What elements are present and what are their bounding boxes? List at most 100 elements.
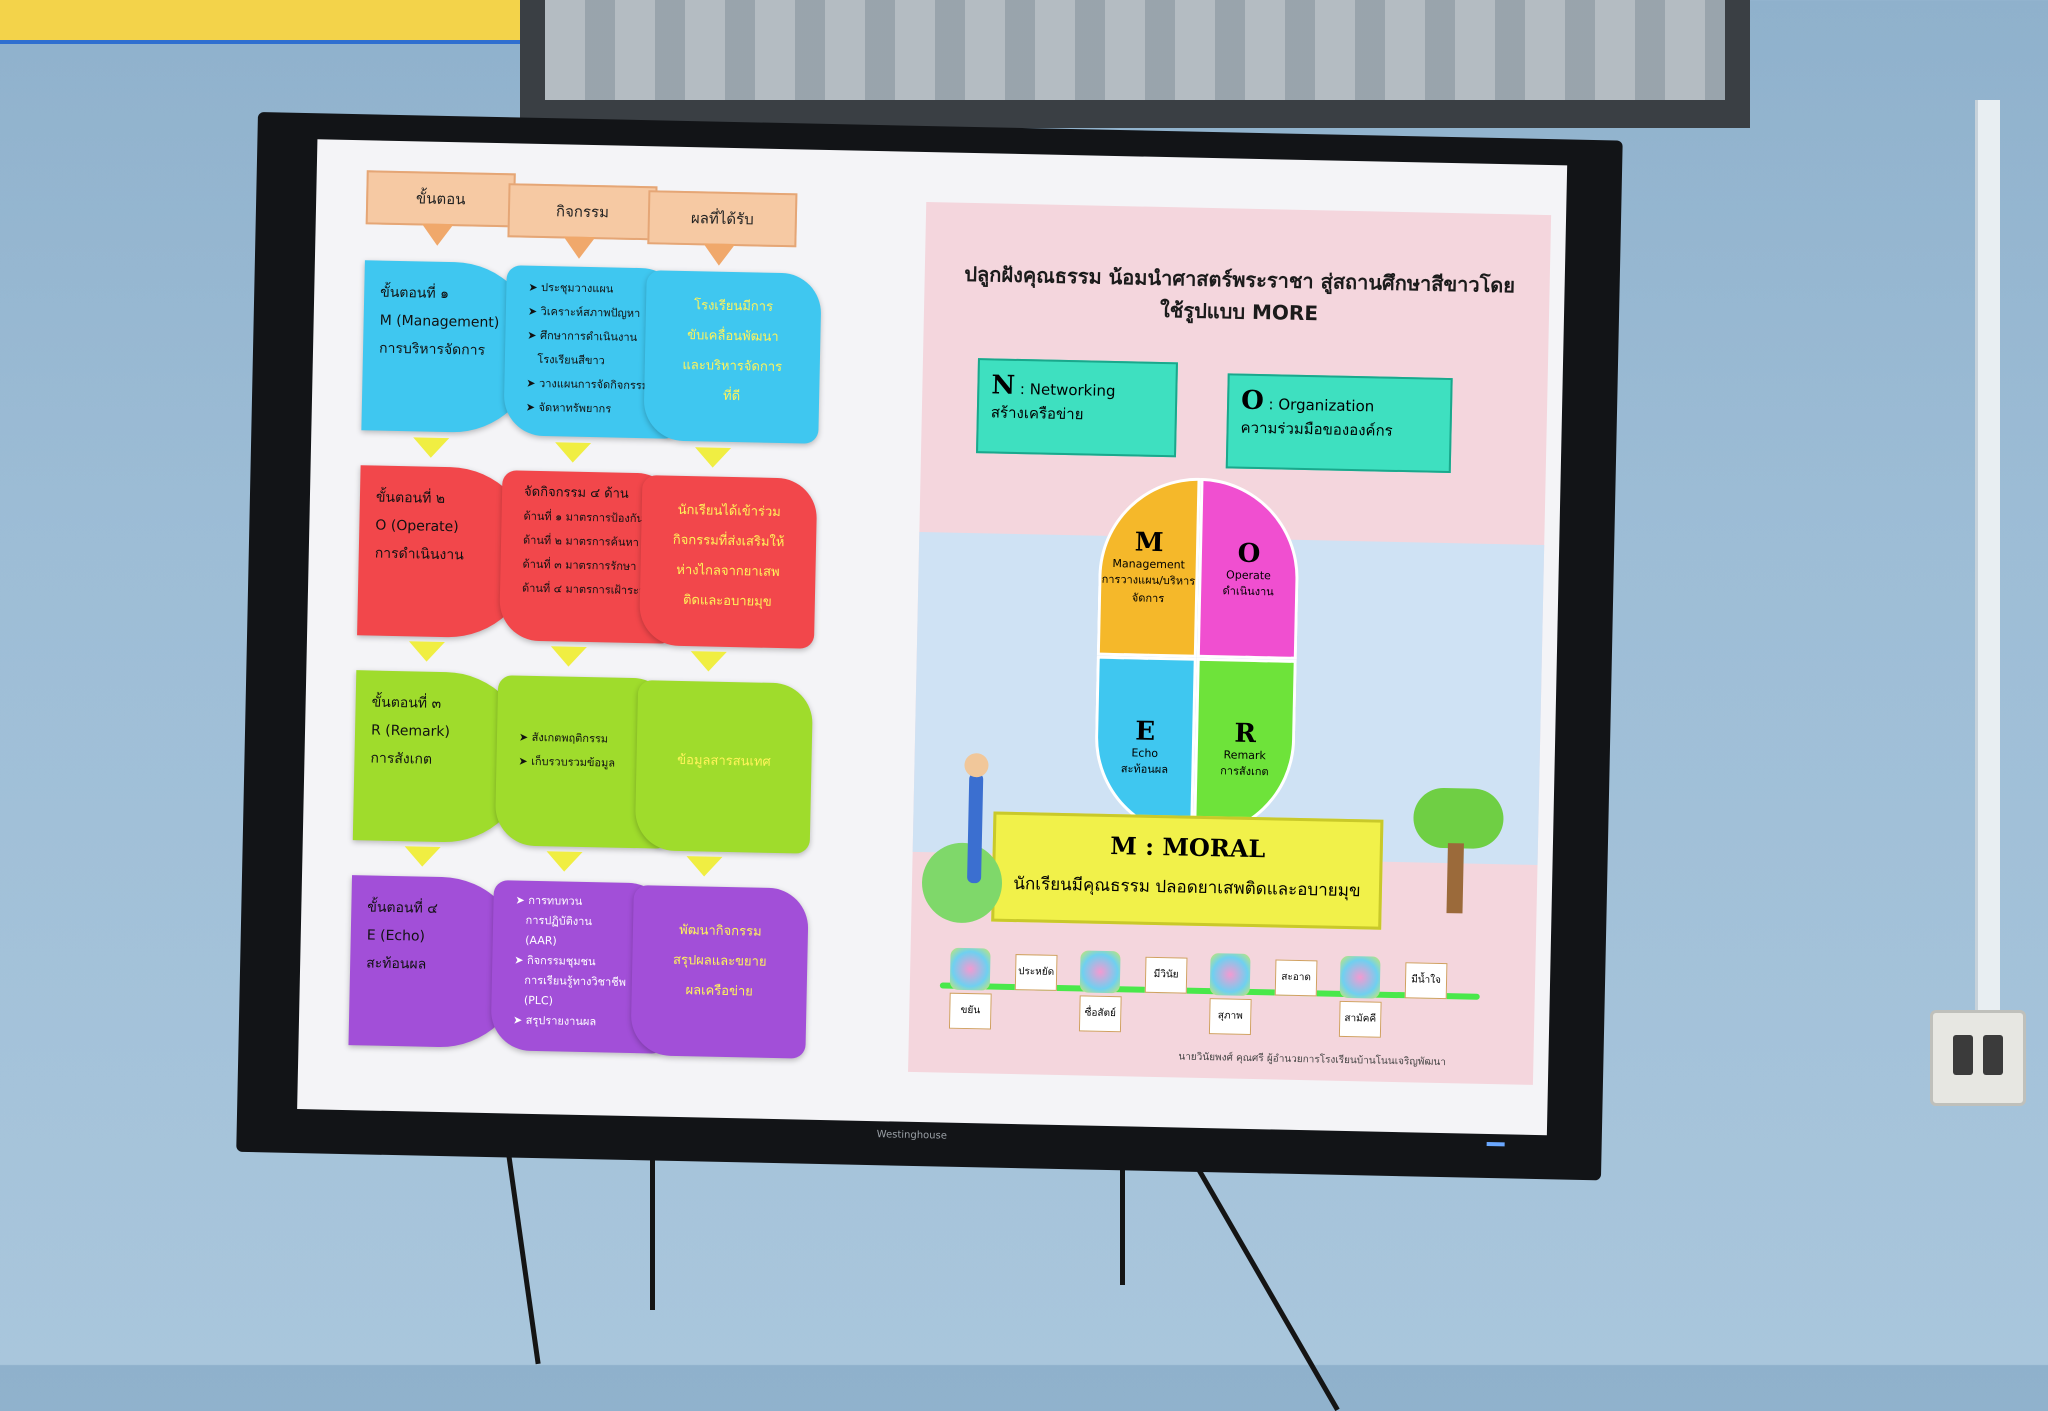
power-led — [1486, 1141, 1505, 1147]
chevron-down-icon — [546, 851, 583, 872]
quadrant-en: Operate — [1226, 567, 1272, 582]
quadrant-en: Echo — [1131, 745, 1159, 760]
result-line: กิจกรรมที่ส่งเสริมให้ — [672, 532, 785, 551]
organization-en: : Organization — [1268, 395, 1375, 416]
moral-title: M : MORAL — [1109, 831, 1266, 864]
more-title: ปลูกฝังคุณธรรม น้อมนำศาสตร์พระราชา สู่สถ… — [964, 261, 1516, 326]
tv-cable — [504, 1140, 541, 1365]
more-circle: M Management การวางแผน/บริหารจัดการ O Op… — [1093, 475, 1311, 850]
virtue-label: สามัคคี — [1338, 1000, 1382, 1038]
activity-item: กิจกรรมชุมชน — [526, 953, 596, 969]
chevron-down-icon — [686, 856, 723, 877]
activity-item: ประชุมวางแผน — [540, 280, 614, 296]
activity-item: วางแผนการจัดกิจกรรม — [538, 376, 650, 393]
activity-item: การเรียนรู้ทางวิชาชีพ — [524, 973, 627, 989]
virtue-label: สะอาด — [1274, 959, 1318, 997]
activity-item: การปฏิบัติงาน — [525, 913, 593, 929]
result-line: โรงเรียนมีการ — [693, 298, 774, 315]
window-grille — [545, 0, 1725, 100]
step-line: O (Operate) — [375, 517, 459, 536]
chevron-down-icon — [690, 651, 727, 672]
chevron-down-icon — [408, 641, 445, 663]
header-results: ผลที่ได้รับ — [647, 190, 798, 248]
header-steps: ขั้นตอน — [365, 170, 516, 228]
tv-brand-logo: Westinghouse — [876, 1129, 948, 1142]
chevron-down-icon — [554, 442, 592, 464]
arrow-down-icon — [702, 243, 736, 267]
activity-item: จัดหาทรัพยากร — [538, 400, 612, 416]
arrow-down-icon — [563, 236, 596, 260]
chevron-down-icon — [694, 447, 732, 468]
virtue-illustration — [1079, 950, 1121, 994]
step-line: M (Management) — [379, 312, 500, 332]
step-line: การดำเนินงาน — [374, 545, 464, 564]
networking-box: N : Networking สร้างเครือข่าย — [976, 358, 1178, 458]
virtue-label: ขยัน — [948, 992, 992, 1030]
quadrant-letter: R — [1234, 718, 1257, 749]
result-line: ข้อมูลสารสนเทศ — [677, 752, 771, 770]
networking-letter: N — [991, 370, 1016, 401]
power-socket — [1930, 1010, 2026, 1106]
tv-cable — [1185, 1148, 1340, 1411]
activity-item: วิเคราะห์สภาพปัญหา — [540, 304, 641, 321]
tree-trunk — [1446, 843, 1464, 914]
quadrant-letter: E — [1134, 716, 1156, 747]
quadrant-en: Remark — [1223, 747, 1267, 762]
organization-th: ความร่วมมือขององค์กร — [1240, 418, 1393, 440]
virtue-label: สุภาพ — [1208, 998, 1252, 1035]
socket-hole — [1983, 1035, 2003, 1075]
result-2: นักเรียนได้เข้าร่วม กิจกรรมที่ส่งเสริมให… — [638, 475, 818, 649]
chevron-down-icon — [412, 437, 450, 459]
quadrant-letter: M — [1134, 526, 1164, 558]
activity-item: ศึกษาการดำเนินงาน — [539, 328, 638, 344]
step-line: ขั้นตอนที่ ๑ — [380, 284, 450, 303]
tv-screen: ขั้นตอน กิจกรรม ผลที่ได้รับ ขั้นตอนที่ ๑… — [297, 139, 1568, 1136]
step-line: E (Echo) — [366, 927, 426, 945]
quadrant-th: การวางแผน/บริหารจัดการ — [1101, 572, 1196, 605]
step-line: ขั้นตอนที่ ๓ — [371, 694, 442, 712]
kid-figure — [967, 773, 984, 884]
chevron-down-icon — [550, 646, 587, 668]
socket-hole — [1953, 1035, 1973, 1075]
tree-illustration — [1412, 787, 1505, 850]
networking-en: : Networking — [1019, 380, 1116, 401]
moral-banner: M : MORAL นักเรียนมีคุณธรรม ปลอดยาเสพติด… — [991, 811, 1384, 930]
tv-cable — [650, 1150, 655, 1310]
quadrant-operate: O Operate ดำเนินงาน — [1196, 477, 1301, 660]
virtue-label: มีน้ำใจ — [1404, 962, 1448, 1000]
television: ขั้นตอน กิจกรรม ผลที่ได้รับ ขั้นตอนที่ ๑… — [236, 112, 1623, 1181]
virtue-label: ประหยัด — [1014, 954, 1058, 991]
quadrant-letter: O — [1237, 538, 1261, 569]
organization-box: O : Organization ความร่วมมือขององค์กร — [1225, 373, 1453, 474]
activity-item: (PLC) — [523, 993, 554, 1008]
result-line: ห่างไกลจากยาเสพ — [676, 562, 780, 581]
arrow-down-icon — [421, 223, 454, 247]
wall-pipe — [1975, 100, 2000, 1100]
quadrant-th: การสังเกต — [1220, 763, 1269, 778]
step-line: การสังเกต — [370, 750, 433, 768]
step-line: R (Remark) — [370, 722, 451, 741]
virtue-illustration — [1339, 955, 1381, 999]
result-line: และบริหารจัดการ — [682, 357, 783, 376]
step-line: การบริหารจัดการ — [378, 340, 486, 359]
organization-letter: O — [1240, 385, 1265, 417]
result-3: ข้อมูลสารสนเทศ — [634, 680, 814, 854]
activity-item: สังเกตพฤติกรรม — [531, 730, 609, 746]
result-line: ติดและอบายมุข — [682, 593, 772, 610]
virtue-illustration — [1209, 953, 1251, 996]
quadrant-management: M Management การวางแผน/บริหารจัดการ — [1096, 475, 1201, 658]
networking-th: สร้างเครือข่าย — [990, 403, 1084, 424]
chevron-down-icon — [404, 846, 441, 867]
wall-poster — [0, 0, 540, 44]
header-label: กิจกรรม — [555, 202, 610, 222]
header-label: ผลที่ได้รับ — [690, 209, 754, 229]
quadrant-remark: R Remark การสังเกต — [1193, 657, 1297, 840]
header-activities: กิจกรรม — [507, 183, 658, 241]
result-line: พัฒนากิจกรรม — [679, 923, 762, 940]
result-4: พัฒนากิจกรรม สรุปผลและขยาย ผลเครือข่าย — [630, 885, 809, 1059]
quadrant-th: สะท้อนผล — [1120, 761, 1169, 776]
result-line: ขับเคลื่อนพัฒนา — [687, 328, 779, 345]
virtue-label: มีวินัย — [1144, 956, 1188, 994]
result-line: ที่ดี — [722, 388, 741, 405]
tv-cable — [1120, 1145, 1125, 1285]
